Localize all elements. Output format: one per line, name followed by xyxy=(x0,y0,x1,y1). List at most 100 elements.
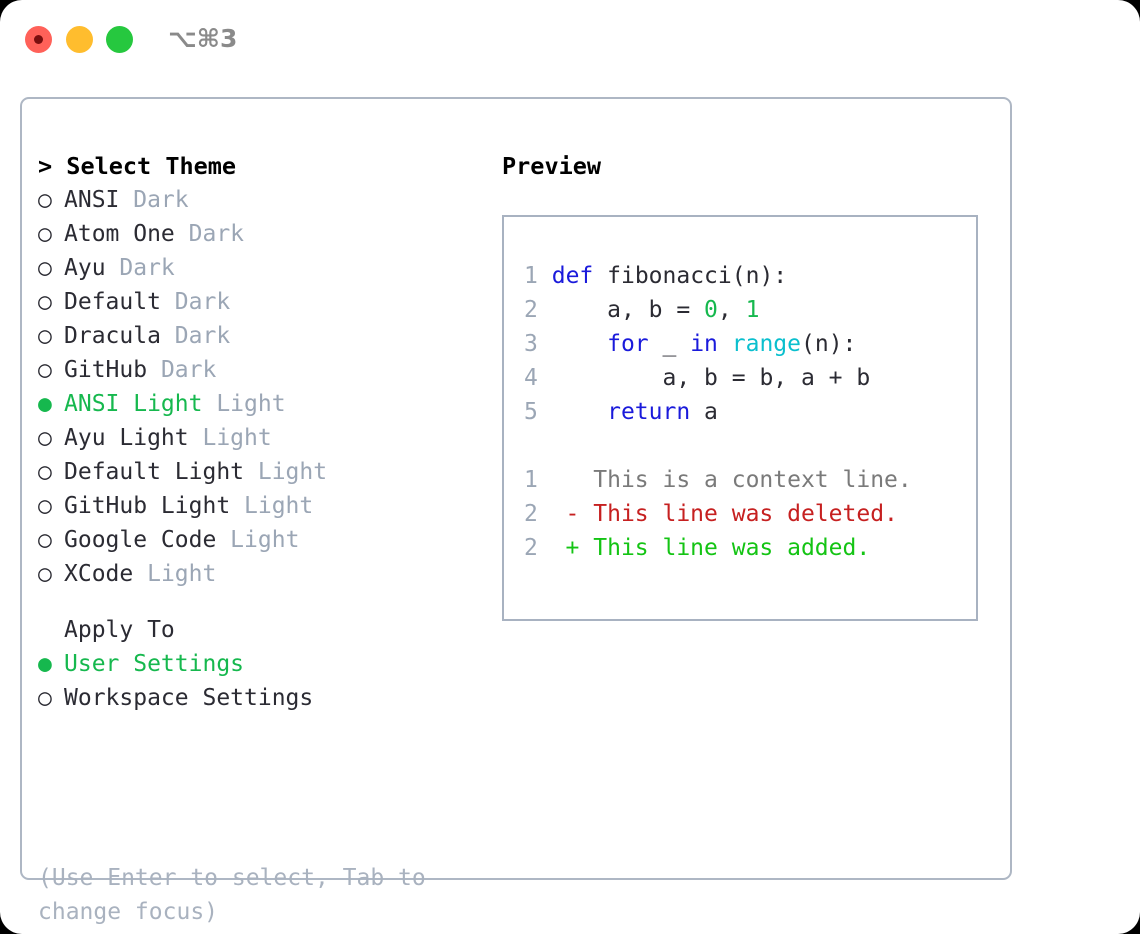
theme-name: GitHub xyxy=(64,357,148,383)
list-spacer xyxy=(38,591,478,613)
code-token xyxy=(718,331,732,357)
radio-unselected-icon: ○ xyxy=(38,685,52,711)
theme-variant-badge: Light xyxy=(216,527,300,553)
radio-unselected-icon: ○ xyxy=(38,187,52,213)
radio-selected-icon: ● xyxy=(38,651,52,677)
theme-name: Dracula xyxy=(64,323,161,349)
theme-variant-badge: Light xyxy=(133,561,217,587)
theme-variant-badge: Dark xyxy=(160,289,231,315)
apply-to-label: User Settings xyxy=(64,651,245,677)
close-window-button[interactable] xyxy=(25,26,52,53)
theme-name: GitHub Light xyxy=(64,493,231,519)
code-token: b, a + b xyxy=(759,365,871,391)
theme-list-item[interactable]: ○ Atom One Dark xyxy=(38,217,478,251)
radio-unselected-icon: ○ xyxy=(38,527,52,553)
apply-to-item[interactable]: ● User Settings xyxy=(38,647,478,681)
code-diff-separator xyxy=(524,429,972,463)
theme-picker-heading: > Select Theme xyxy=(38,152,237,180)
line-number: 4 xyxy=(524,365,538,391)
code-token: in xyxy=(690,331,718,357)
radio-unselected-icon: ○ xyxy=(38,561,52,587)
theme-variant-badge: Light xyxy=(188,425,272,451)
theme-variant-badge: Dark xyxy=(119,187,189,213)
theme-list-item[interactable]: ○ ANSI Dark xyxy=(38,183,478,217)
theme-name: Default xyxy=(64,289,161,315)
code-token xyxy=(552,399,607,425)
radio-unselected-icon: ○ xyxy=(38,357,52,383)
code-token: (n): xyxy=(801,331,857,357)
diff-text: - This line was deleted. xyxy=(537,501,898,527)
code-token: = xyxy=(731,365,760,391)
theme-name: XCode xyxy=(64,561,134,587)
theme-variant-badge: Light xyxy=(244,459,328,485)
code-line: 3 for _ in range(n): xyxy=(524,327,972,361)
maximize-window-button[interactable] xyxy=(106,26,133,53)
code-line: 5 return a xyxy=(524,395,972,429)
radio-unselected-icon: ○ xyxy=(38,289,52,315)
diff-line: 1 This is a context line. xyxy=(524,463,972,497)
code-token xyxy=(552,331,607,357)
radio-unselected-icon: ○ xyxy=(38,221,52,247)
line-number: 5 xyxy=(524,399,538,425)
diff-text: This is a context line. xyxy=(537,467,912,493)
close-icon xyxy=(34,35,43,44)
theme-list-item[interactable]: ○Dracula Dark xyxy=(38,319,478,353)
code-token: 0 xyxy=(704,297,718,323)
code-token: range xyxy=(731,331,802,357)
theme-list-item[interactable]: ●ANSI Light Light xyxy=(38,387,478,421)
diff-text: + This line was added. xyxy=(537,535,871,561)
theme-list-item[interactable]: ○ GitHub Light Light xyxy=(38,489,478,523)
theme-list-item[interactable]: ○ Default Dark xyxy=(38,285,478,319)
theme-variant-badge: Light xyxy=(230,493,314,519)
theme-variant-badge: Dark xyxy=(174,221,245,247)
radio-unselected-icon: ○ xyxy=(38,459,52,485)
theme-list-item[interactable]: ○ Ayu Dark xyxy=(38,251,478,285)
diff-line: 2 + This line was added. xyxy=(524,531,972,565)
line-number: 2 xyxy=(524,535,538,561)
theme-name: ANSI xyxy=(64,187,120,213)
code-token: , xyxy=(717,297,746,323)
theme-name: Ayu xyxy=(64,255,106,281)
theme-list-item[interactable]: ○ GitHub Dark xyxy=(38,353,478,387)
code-token: (n): xyxy=(731,263,788,289)
line-number: 2 xyxy=(524,297,538,323)
code-line: 2 a, b = 0, 1 xyxy=(524,293,972,327)
apply-to-item[interactable]: ○ Workspace Settings xyxy=(38,681,478,715)
diff-block: 1 This is a context line.2 - This line w… xyxy=(524,463,972,565)
preview-heading: Preview xyxy=(502,152,602,180)
theme-picker-column: > Select Theme ○ANSI Dark○Atom One Dark○… xyxy=(38,149,478,715)
apply-to-label: Workspace Settings xyxy=(64,685,314,711)
theme-variant-badge: Dark xyxy=(160,323,231,349)
theme-list-item[interactable]: ○ Default Light Light xyxy=(38,455,478,489)
theme-list-item[interactable]: ○ XCode Light xyxy=(38,557,478,591)
title-bar: ⌥⌘3 xyxy=(0,0,1140,78)
keyboard-shortcut-label: ⌥⌘3 xyxy=(168,24,238,53)
apply-to-heading-label: Apply To xyxy=(64,617,175,643)
theme-name: Atom One xyxy=(64,221,175,247)
code-token: return xyxy=(607,399,691,425)
code-token: def xyxy=(551,263,594,289)
radio-unselected-icon: ○ xyxy=(38,255,52,281)
line-number: 3 xyxy=(524,331,538,357)
theme-list-item[interactable]: ○Google Code Light xyxy=(38,523,478,557)
line-number: 1 xyxy=(524,467,538,493)
theme-variant-badge: Dark xyxy=(105,255,175,281)
preview-column: Preview 1 def fibonacci(n):2 a, b = 0, 1… xyxy=(502,149,998,621)
diff-line: 2 - This line was deleted. xyxy=(524,497,972,531)
radio-unselected-icon: ○ xyxy=(38,493,52,519)
theme-list-item[interactable]: ○Ayu Light Light xyxy=(38,421,478,455)
code-token: a, b xyxy=(551,365,732,391)
code-line: 1 def fibonacci(n): xyxy=(524,259,972,293)
minimize-window-button[interactable] xyxy=(66,26,93,53)
theme-name: Default Light xyxy=(64,459,245,485)
line-number: 1 xyxy=(524,263,538,289)
code-token xyxy=(593,263,607,289)
theme-variant-badge: Dark xyxy=(147,357,217,383)
apply-to-heading: Apply To xyxy=(38,613,478,647)
code-token: a, b xyxy=(551,297,677,323)
theme-name: Ayu Light xyxy=(64,425,189,451)
keyboard-hint-text: (Use Enter to select, Tab to change focu… xyxy=(38,865,440,925)
code-token: a xyxy=(690,399,718,425)
